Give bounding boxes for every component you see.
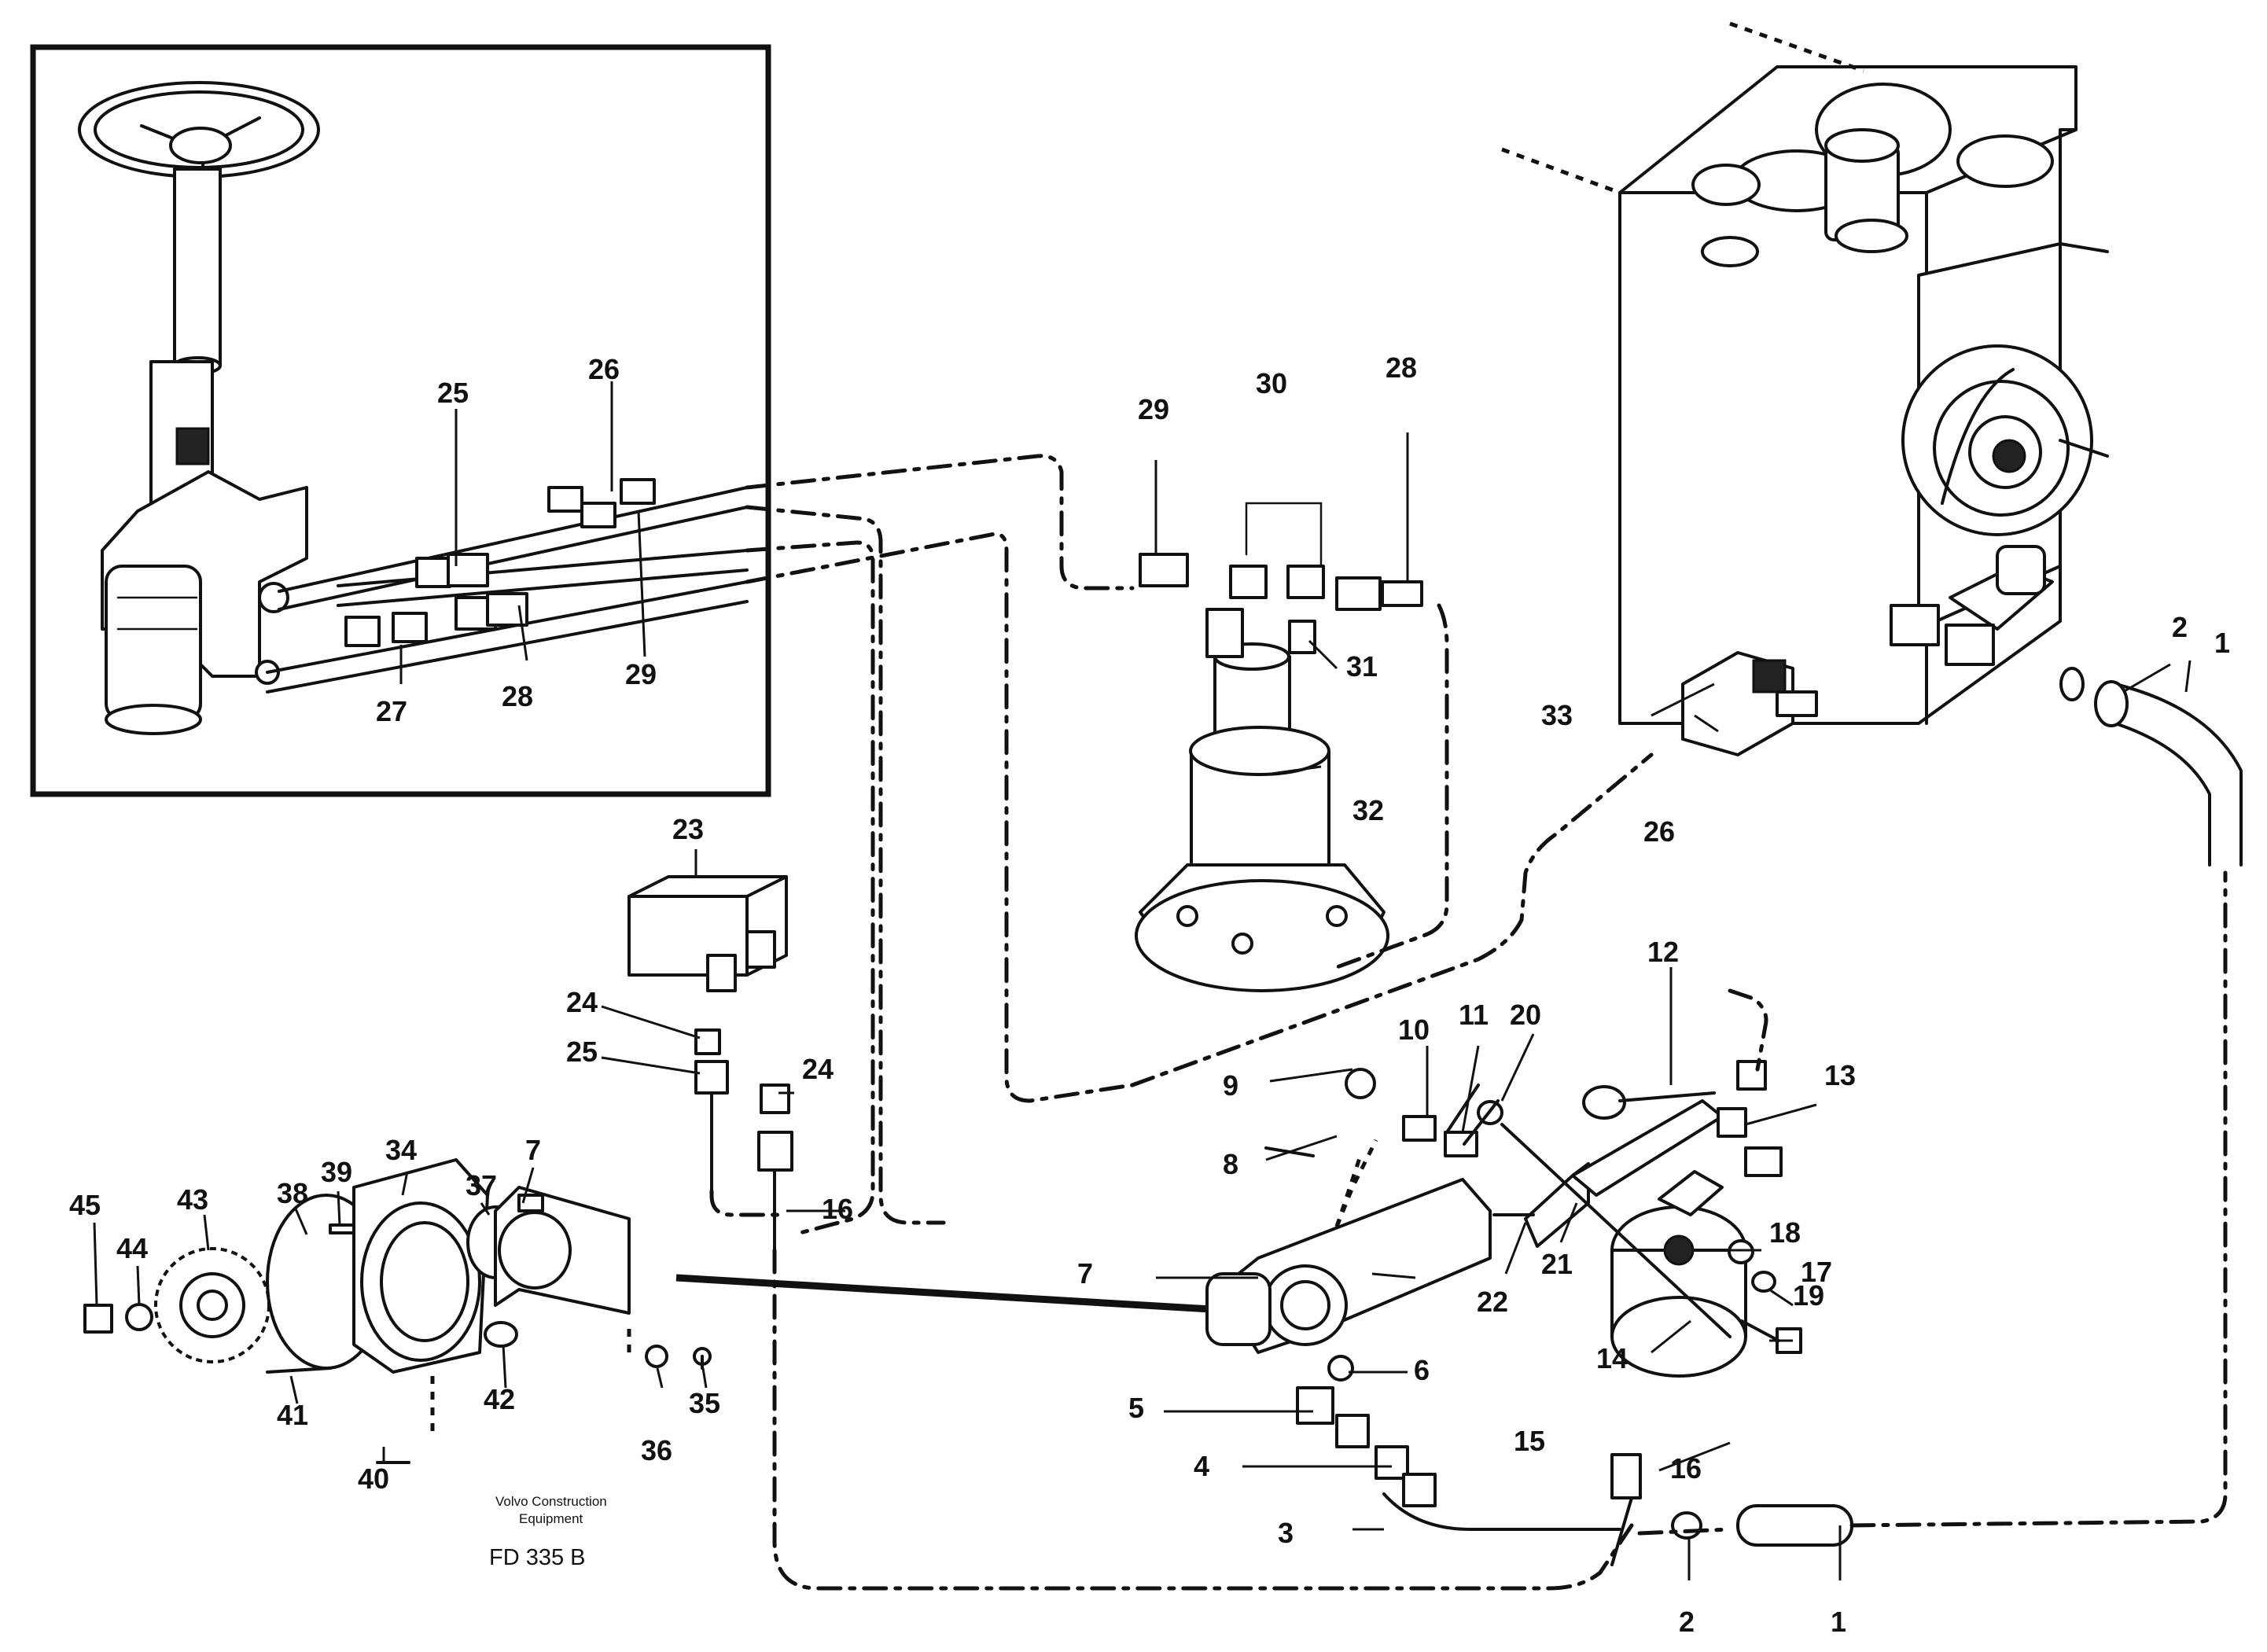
callout-14: 14 [1596,1342,1628,1374]
callout-32: 32 [1352,794,1384,826]
callout-23: 23 [672,813,704,845]
valve-block-23 [627,875,793,1252]
callout-38: 38 [277,1177,308,1209]
callout-19: 19 [1793,1279,1824,1312]
mounted-pump [1205,667,2243,1566]
callout-25: 25 [437,377,469,409]
callout-30: 30 [1256,367,1287,399]
callout-2: 2 [1679,1606,1695,1638]
callout-11: 11 [1459,999,1489,1031]
credit-line-1: Volvo Construction [495,1494,607,1509]
callout-26: 26 [1643,815,1675,848]
priority-valve-assembly [1135,502,1423,992]
callout-29: 29 [1138,393,1169,425]
steering-column [149,167,222,521]
callout-5: 5 [1128,1392,1144,1424]
callout-35: 35 [689,1387,720,1419]
gear-pump-exploded [83,1158,1212,1464]
callout-18: 18 [1769,1216,1801,1249]
callout-3: 3 [1278,1517,1294,1549]
steering-valve-unit [101,470,308,735]
callout-labels: 1 1 2 2 3 4 5 6 7 7 8 9 10 11 12 13 14 1… [69,351,2230,1638]
callout-7: 7 [525,1134,541,1166]
callout-28: 28 [502,680,533,712]
callout-40: 40 [358,1463,389,1495]
inset-pipes [266,478,749,694]
callout-17: 17 [1801,1256,1832,1288]
callout-34: 34 [385,1134,417,1166]
hydraulic-lines [709,454,2228,1591]
callout-39: 39 [321,1156,352,1188]
steering-column-inset [30,44,771,797]
credit-block: Volvo Construction Equipment FD 335 B [489,1494,607,1570]
callout-45: 45 [69,1189,101,1221]
leader-lines [93,381,2192,1580]
steering-wheel [78,81,320,178]
callout-20: 20 [1510,999,1541,1031]
callout-6: 6 [1414,1354,1430,1386]
callout-13: 13 [1824,1059,1856,1091]
callout-21: 21 [1541,1248,1573,1280]
callout-2: 2 [2172,611,2188,643]
callout-27: 27 [376,695,407,727]
callout-44: 44 [116,1232,148,1264]
callout-8: 8 [1223,1148,1238,1180]
callout-10: 10 [1398,1014,1430,1046]
callout-1: 1 [1831,1606,1846,1638]
callout-41: 41 [277,1399,308,1431]
callout-1: 1 [2214,627,2230,659]
callout-24: 24 [802,1053,834,1085]
callout-42: 42 [484,1383,515,1415]
callout-4: 4 [1194,1450,1209,1482]
callout-25: 25 [566,1036,598,1068]
callout-9: 9 [1223,1069,1238,1102]
callout-16: 16 [822,1193,853,1225]
drawing-code: FD 335 B [489,1545,586,1570]
callout-37: 37 [466,1169,497,1201]
callout-26: 26 [588,353,620,385]
callout-15: 15 [1514,1425,1545,1457]
callout-36: 36 [641,1434,672,1466]
callout-24: 24 [566,986,598,1018]
callout-31: 31 [1346,650,1378,683]
callout-22: 22 [1477,1286,1508,1318]
callout-33: 33 [1541,699,1573,731]
hydraulic-tank [1501,21,2109,756]
credit-line-2: Equipment [519,1511,583,1526]
callout-29: 29 [625,658,657,690]
callout-7: 7 [1077,1257,1093,1290]
callout-28: 28 [1386,351,1417,384]
callout-43: 43 [177,1183,208,1216]
callout-12: 12 [1647,936,1679,968]
callout-16: 16 [1670,1452,1702,1485]
